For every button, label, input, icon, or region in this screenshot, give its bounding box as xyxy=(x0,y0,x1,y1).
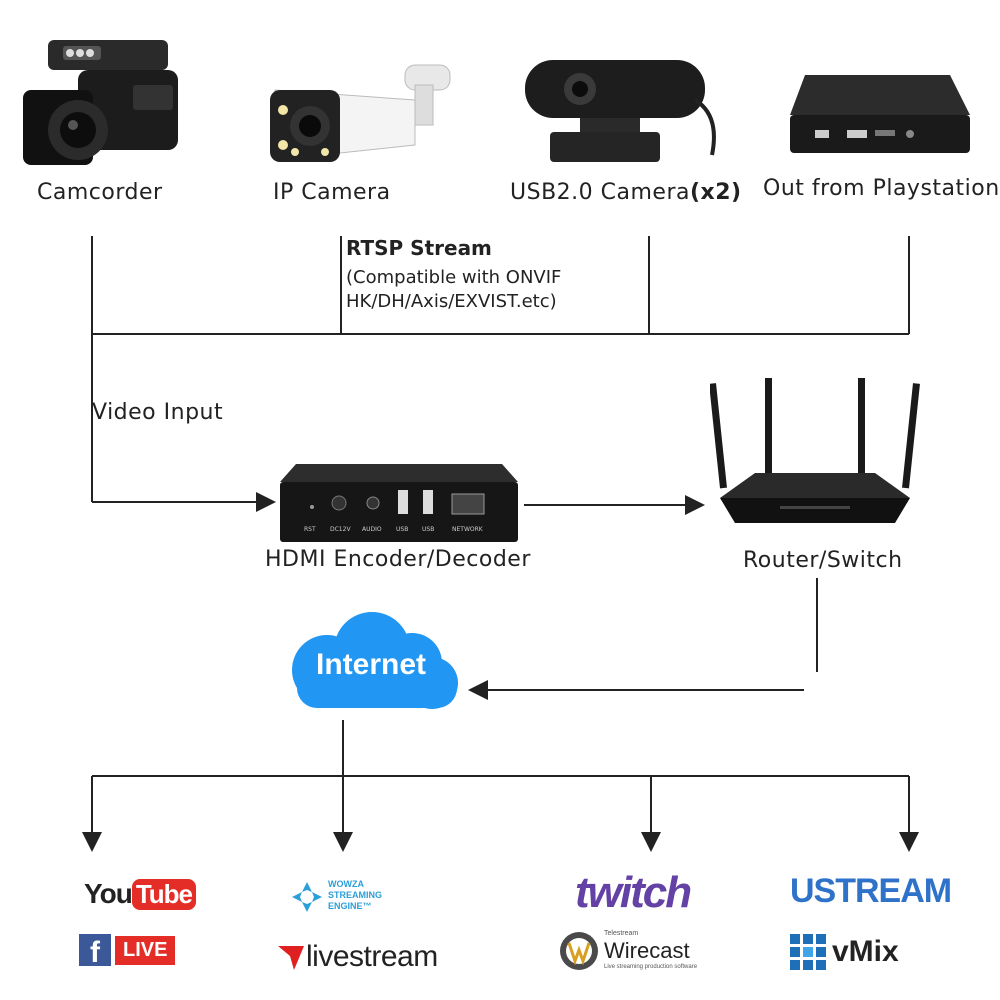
livestream-logo: livestream xyxy=(276,940,438,980)
ip-camera-label: IP Camera xyxy=(273,180,391,205)
usb-camera-name: USB2.0 Camera xyxy=(510,180,690,205)
ip-camera-image xyxy=(265,60,460,170)
router-image xyxy=(709,378,920,538)
wirecast-brand: Telestream xyxy=(604,930,639,937)
encoder-label: HDMI Encoder/Decoder xyxy=(265,547,531,572)
livestream-label: livestream xyxy=(306,940,438,973)
youtube-tube: Tube xyxy=(131,878,196,910)
camcorder-image xyxy=(18,30,193,170)
wirecast-label: Wirecast xyxy=(604,938,690,963)
ustream-logo: USTREAM xyxy=(790,872,952,910)
rtsp-line1: (Compatible with ONVIF xyxy=(346,267,562,288)
rtsp-title: RTSP Stream xyxy=(346,236,492,260)
wowza-icon xyxy=(292,882,322,912)
camcorder-label: Camcorder xyxy=(37,180,163,205)
usb-camera-image xyxy=(520,55,725,170)
internet-cloud: Internet xyxy=(272,608,462,713)
port-rst: RST xyxy=(304,526,316,533)
port-dc12v: DC12V xyxy=(330,526,351,533)
vmix-icon xyxy=(790,934,826,970)
internet-label: Internet xyxy=(315,648,426,681)
playstation-label: Out from Playstation xyxy=(763,176,1000,201)
video-input-label: Video Input xyxy=(92,400,224,425)
port-audio: AUDIO xyxy=(362,526,382,533)
facebook-icon: f xyxy=(79,934,111,969)
facebook-live: LIVE xyxy=(115,935,176,965)
vmix-label: vMix xyxy=(832,935,899,968)
port-usb-2: USB xyxy=(422,526,435,533)
wirecast-logo: Telestream Wirecast Live streaming produ… xyxy=(558,928,708,976)
vmix-logo: vMix xyxy=(790,934,899,974)
wirecast-tagline: Live streaming production software xyxy=(604,964,698,970)
usb-camera-label: USB2.0 Camera(x2) xyxy=(510,180,742,205)
port-network: NETWORK xyxy=(452,526,483,533)
twitch-logo: twitch xyxy=(575,868,692,917)
rtsp-line2: HK/DH/Axis/EXVIST.etc) xyxy=(346,291,557,312)
youtube-you: You xyxy=(84,878,133,909)
wowza-logo: WOWZA STREAMING ENGINE™ xyxy=(290,876,400,920)
usb-camera-count: (x2) xyxy=(689,180,742,205)
wowza-line1: WOWZA xyxy=(328,879,364,889)
port-usb-1: USB xyxy=(396,526,409,533)
encoder-device: RST DC12V AUDIO USB USB NETWORK xyxy=(276,462,522,544)
wowza-line2: STREAMING xyxy=(328,890,382,900)
router-label: Router/Switch xyxy=(743,548,903,573)
livestream-icon xyxy=(278,946,304,970)
playstation-image xyxy=(785,70,975,160)
wirecast-icon xyxy=(560,932,598,970)
wowza-line3: ENGINE™ xyxy=(328,901,372,911)
